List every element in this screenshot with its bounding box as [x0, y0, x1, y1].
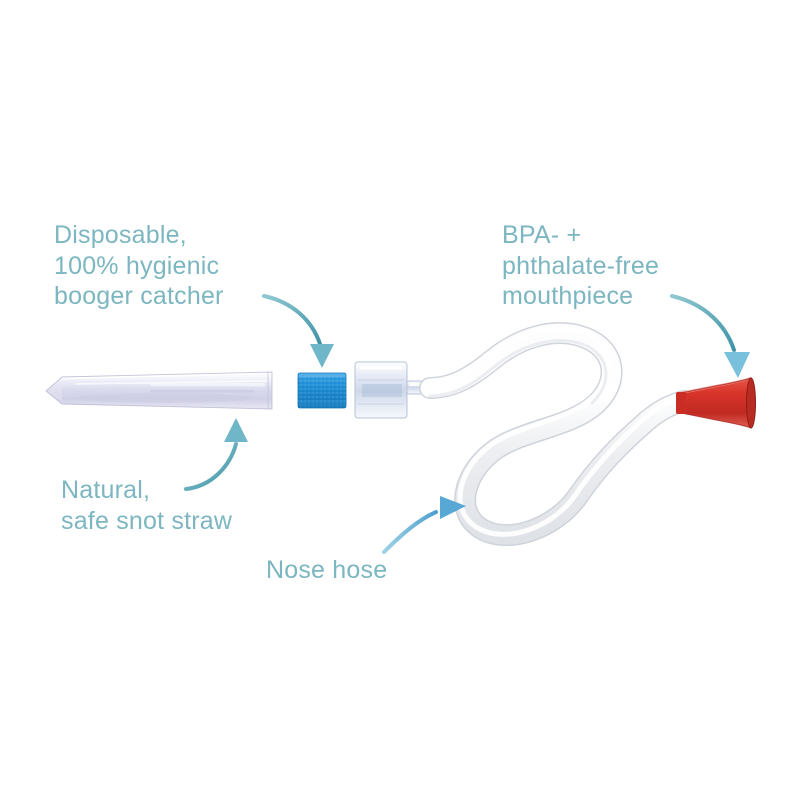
- filter-block: [297, 372, 347, 409]
- arrow-disposable: [262, 294, 334, 368]
- mouthpiece: [676, 376, 756, 429]
- arrow-natural: [184, 418, 248, 491]
- arrow-nosehose: [382, 496, 466, 554]
- callout-disposable-filter: Disposable, 100% hygienic booger catcher: [54, 221, 224, 310]
- straw-body: [45, 371, 273, 410]
- straw-emboss: [150, 383, 265, 393]
- connector: [354, 361, 431, 419]
- callout-nose-hose: Nose hose: [266, 556, 388, 584]
- callout-bpa-mouthpiece: BPA- + phthalate-free mouthpiece: [502, 221, 660, 310]
- tube: [419, 322, 695, 547]
- arrow-bpa: [670, 294, 750, 378]
- callout-natural-straw: Natural, safe snot straw: [61, 476, 233, 535]
